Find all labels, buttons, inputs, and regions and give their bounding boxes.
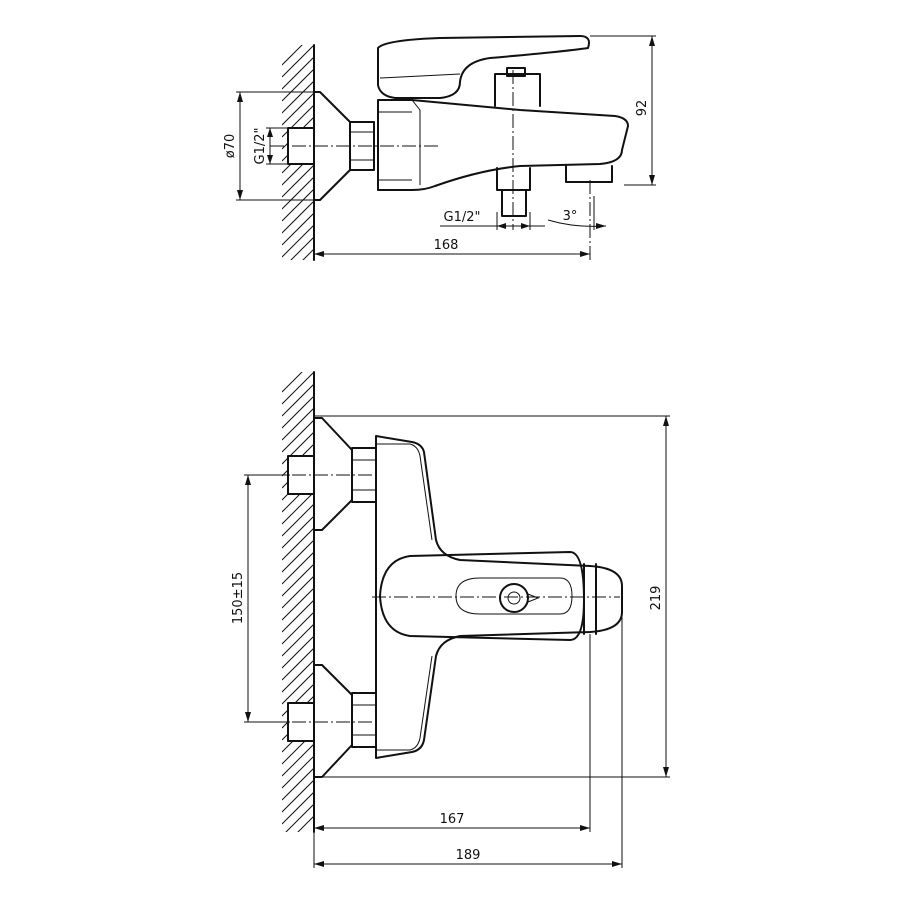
spout-aerator-top [565, 165, 613, 183]
mixer-body-top [377, 99, 629, 191]
lever-top [377, 35, 590, 99]
dim-depth-total-label: 189 [456, 848, 481, 863]
dim-inlet-thread-label: G1/2" [253, 128, 268, 165]
dim-depth-spout-label: 167 [440, 812, 465, 827]
dim-angle-label: 3° [563, 209, 578, 224]
diverter-knob-top [494, 73, 541, 107]
upper-rosette [313, 417, 353, 531]
dim-height-front-label: 219 [649, 586, 664, 611]
dim-length-label: 168 [434, 238, 459, 253]
dim-outlet-thread-label: G1/2" [444, 210, 481, 225]
diverter-knob-front [499, 583, 529, 613]
dim-diameter-label: ø70 [223, 134, 238, 159]
dim-height-top-label: 92 [635, 100, 650, 117]
front-view: 150±15 219 167 189 [231, 371, 670, 868]
spout-tip-front [583, 563, 597, 635]
wall-hatch-front [282, 372, 314, 832]
mixer-body-front [375, 435, 623, 759]
lower-rosette [313, 664, 353, 778]
wall-hatch-top [282, 45, 314, 260]
dim-inlet-spacing-label: 150±15 [231, 572, 246, 624]
top-view: ø70 G1/2" 92 G1/2" 3° 168 [223, 35, 656, 262]
lower-hex-nut [351, 692, 377, 748]
